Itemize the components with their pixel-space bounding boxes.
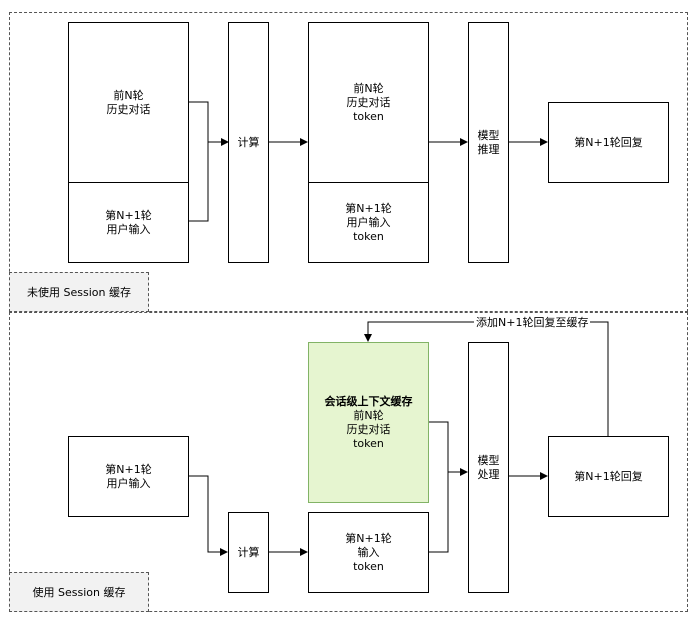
top-user-input-line-2: 用户输入 — [106, 222, 151, 236]
bottom-input-tokens-line-3: token — [353, 559, 384, 573]
top-inference-line-1: 模型 — [477, 128, 500, 142]
top-user-input-tokens-line-1: 第N+1轮 — [345, 201, 392, 215]
top-user-input-tokens-line-2: 用户输入 — [346, 215, 391, 229]
session-cache-line-2: 历史对话 — [346, 422, 391, 436]
top-region-label: 未使用 Session 缓存 — [9, 272, 149, 312]
top-history-tokens-line-3: token — [353, 109, 384, 123]
bottom-user-input-box: 第N+1轮 用户输入 — [68, 436, 189, 517]
bottom-compute-box: 计算 — [228, 512, 269, 593]
top-history-line-1: 前N轮 — [113, 88, 144, 102]
top-history-line-2: 历史对话 — [106, 102, 151, 116]
bottom-reply-label: 第N+1轮回复 — [574, 469, 643, 483]
session-cache-title: 会话级上下文缓存 — [324, 394, 413, 408]
bottom-process-box: 模型 处理 — [468, 342, 509, 593]
top-reply-label: 第N+1轮回复 — [574, 135, 643, 149]
bottom-process-line-2: 处理 — [477, 467, 500, 481]
top-inference-line-2: 推理 — [477, 142, 500, 156]
top-history-to-compute-line — [188, 101, 229, 146]
bottom-user-input-line-1: 第N+1轮 — [105, 462, 152, 476]
session-cache-box: 会话级上下文缓存 前N轮 历史对话 token — [308, 342, 429, 503]
bottom-process-line-1: 模型 — [477, 453, 500, 467]
top-user-input-box: 第N+1轮 用户输入 — [68, 182, 189, 263]
bottom-region-label: 使用 Session 缓存 — [9, 572, 149, 612]
bottom-region — [9, 312, 688, 612]
top-user-input-tokens-line-3: token — [353, 229, 384, 243]
top-history-tokens-line-2: 历史对话 — [346, 95, 391, 109]
top-region-label-text: 未使用 Session 缓存 — [27, 286, 131, 299]
bottom-region-label-text: 使用 Session 缓存 — [32, 586, 126, 599]
top-compute-box: 计算 — [228, 22, 269, 263]
top-input-to-compute-line — [188, 142, 209, 222]
top-history-tokens-box: 前N轮 历史对话 token — [308, 22, 429, 183]
session-cache-line-3: token — [353, 436, 384, 450]
top-compute-label: 计算 — [237, 135, 260, 149]
top-history-box: 前N轮 历史对话 — [68, 22, 189, 183]
bottom-reply-box: 第N+1轮回复 — [548, 436, 669, 517]
bottom-compute-label: 计算 — [237, 545, 260, 559]
bottom-input-tokens-line-2: 输入 — [357, 545, 380, 559]
top-inference-box: 模型 推理 — [468, 22, 509, 263]
top-user-input-tokens-box: 第N+1轮 用户输入 token — [308, 182, 429, 263]
feedback-edge-label: 添加N+1轮回复至缓存 — [474, 316, 591, 330]
session-cache-line-1: 前N轮 — [353, 408, 384, 422]
bottom-tokens-to-process-line — [428, 472, 449, 553]
top-user-input-line-1: 第N+1轮 — [105, 208, 152, 222]
top-region — [9, 12, 688, 312]
bottom-user-input-line-2: 用户输入 — [106, 476, 151, 490]
bottom-input-tokens-line-1: 第N+1轮 — [345, 531, 392, 545]
bottom-input-to-compute-line — [188, 475, 228, 556]
top-reply-box: 第N+1轮回复 — [548, 102, 669, 183]
bottom-cache-to-process-line — [428, 421, 468, 476]
bottom-input-tokens-box: 第N+1轮 输入 token — [308, 512, 429, 593]
top-history-tokens-line-1: 前N轮 — [353, 81, 384, 95]
